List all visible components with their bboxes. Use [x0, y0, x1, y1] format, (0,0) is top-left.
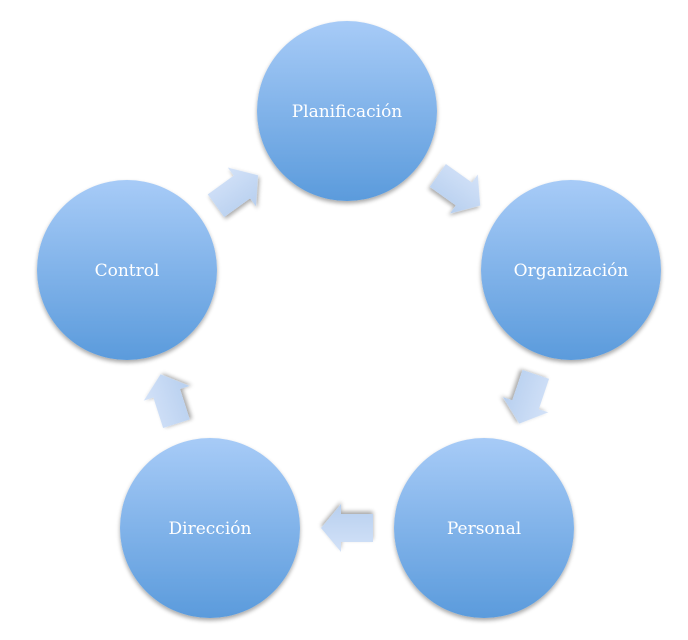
node-control: Control: [37, 180, 217, 360]
node-circle: [394, 438, 574, 618]
node-label: Organización: [514, 261, 629, 281]
node-label: Control: [95, 261, 160, 281]
node-label: Personal: [447, 519, 521, 539]
arrow-direccion-to-control-icon: [143, 374, 190, 429]
node-circle: [120, 438, 300, 618]
node-personal: Personal: [394, 438, 574, 618]
arrow-organizacion-to-personal-icon: [502, 369, 550, 424]
arrow-control-to-planificacion-icon: [207, 167, 259, 218]
arrows: [143, 164, 550, 552]
node-circle: [37, 180, 217, 360]
node-label: Dirección: [169, 519, 252, 539]
node-planificacion: Planificación: [257, 21, 437, 201]
node-label: Planificación: [292, 102, 403, 122]
arrow-personal-to-direccion-icon: [321, 504, 373, 552]
node-organizacion: Organización: [481, 180, 661, 360]
arrow-planificacion-to-organizacion-icon: [429, 164, 481, 214]
node-circle: [481, 180, 661, 360]
node-direccion: Dirección: [120, 438, 300, 618]
node-circle: [257, 21, 437, 201]
